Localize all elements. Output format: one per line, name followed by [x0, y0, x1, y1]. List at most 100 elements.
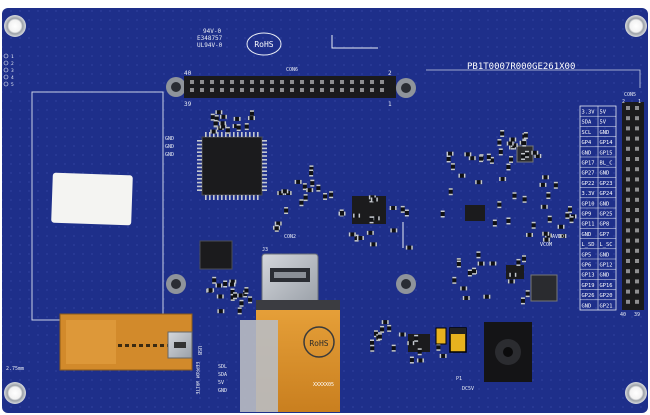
pin-table-cell: GND	[600, 171, 610, 177]
smd-component	[448, 188, 453, 196]
mount-hole-top-right	[625, 15, 647, 37]
header-pin	[626, 299, 630, 304]
smd-component	[277, 191, 285, 196]
pin-table-cell: GND	[600, 252, 610, 258]
pin-table-cell: GP13	[582, 273, 595, 279]
header-pin	[310, 80, 314, 84]
smd-component	[464, 152, 472, 157]
pin-table-cell: GND	[582, 232, 592, 238]
mount-hole-bottom-left	[4, 382, 26, 404]
inductor-l2	[530, 274, 558, 302]
smd-component	[509, 155, 514, 163]
dc-label: DC5V	[462, 386, 474, 392]
smd-component	[525, 290, 530, 298]
pin-table-cell: GP20	[600, 293, 613, 299]
header-pin	[240, 80, 244, 84]
header-pin	[635, 126, 639, 131]
board-part-number: PB1T0007R000GE261X00	[467, 62, 575, 72]
smd-component	[370, 197, 378, 202]
header-pin	[635, 177, 639, 182]
smd-component	[248, 296, 253, 304]
silk-pad-number: 3	[11, 68, 14, 74]
smd-component	[477, 261, 485, 266]
smd-component	[439, 353, 447, 358]
header-pin	[350, 80, 354, 84]
smd-component	[309, 165, 314, 173]
header-pin	[190, 80, 194, 84]
header-pin	[320, 80, 324, 84]
smd-component	[456, 260, 461, 268]
header-pin	[635, 299, 639, 304]
smd-component	[440, 210, 445, 218]
header-pin	[626, 146, 630, 151]
header-pin	[360, 80, 364, 84]
header-pin	[635, 269, 639, 274]
header-pin	[210, 80, 214, 84]
header-pin	[626, 116, 630, 121]
smd-component	[553, 181, 558, 189]
header-pin	[635, 238, 639, 243]
pin-table-cell: GP25	[600, 212, 613, 218]
smd-component	[244, 123, 249, 131]
header-pin	[635, 136, 639, 141]
header-pin	[635, 197, 639, 202]
smd-component	[509, 272, 517, 277]
header-top-name: CON6	[286, 67, 298, 73]
ic-u15	[408, 334, 430, 352]
header-pin	[626, 157, 630, 161]
smd-component	[380, 325, 385, 333]
smd-component	[219, 124, 227, 129]
header-pin	[380, 88, 384, 92]
header-pin	[280, 80, 284, 84]
smd-component	[460, 286, 468, 291]
mount-hole-top-left	[4, 15, 26, 37]
silk-gnd-label: GND	[165, 144, 174, 150]
pin-table-cell: L_SC	[600, 242, 613, 248]
header-pin	[290, 80, 294, 84]
fpc-rohs-seal	[303, 326, 335, 358]
con2-label: CON2	[284, 234, 296, 240]
header-pin	[230, 88, 234, 92]
tantalum-capacitor-2	[435, 327, 447, 345]
smd-component	[539, 182, 547, 187]
header-pin	[626, 269, 630, 274]
smd-component	[476, 251, 481, 259]
smd-component	[522, 255, 527, 263]
smd-component	[249, 110, 254, 118]
smd-component	[225, 126, 230, 134]
pin-table-cell: L_SD	[582, 242, 595, 248]
header-pin	[340, 88, 344, 92]
smd-component	[230, 293, 235, 301]
ic-u7	[506, 265, 524, 279]
fpc-code: XXXXX05	[313, 382, 334, 388]
pin-table-cell: GP11	[582, 222, 595, 228]
header-pin	[330, 88, 334, 92]
header-pin	[250, 80, 254, 84]
smd-component	[219, 121, 227, 126]
pin-table-cell: SCL	[582, 130, 592, 136]
ic-u3	[465, 205, 485, 221]
header-top-pin40: 40	[184, 70, 192, 77]
main-processor-chip	[201, 136, 263, 196]
smd-component	[370, 339, 375, 347]
pin-table-cell: 5V	[600, 110, 607, 116]
smd-component	[452, 276, 457, 284]
cert-line-2: UL94V-0	[197, 42, 223, 49]
smd-component	[506, 163, 511, 171]
smd-component	[542, 175, 550, 180]
mount-hole-bottom-right	[625, 382, 647, 404]
smd-component	[510, 143, 518, 148]
silk-i2c-label: SDL	[218, 364, 227, 370]
pin-table-cell: GND	[600, 201, 610, 207]
header-pin	[270, 80, 274, 84]
smd-component	[531, 150, 539, 155]
eeprom-label: EEPROM WRITE	[194, 362, 200, 395]
smd-component	[302, 183, 307, 191]
header-pin	[210, 88, 214, 92]
pin-table-cell: GND	[582, 303, 592, 309]
smd-component	[521, 152, 526, 160]
smd-component	[316, 184, 321, 192]
header-40pin-top	[184, 76, 396, 98]
header-pin	[635, 116, 639, 121]
pin-table-cell: BL_C	[600, 161, 613, 167]
